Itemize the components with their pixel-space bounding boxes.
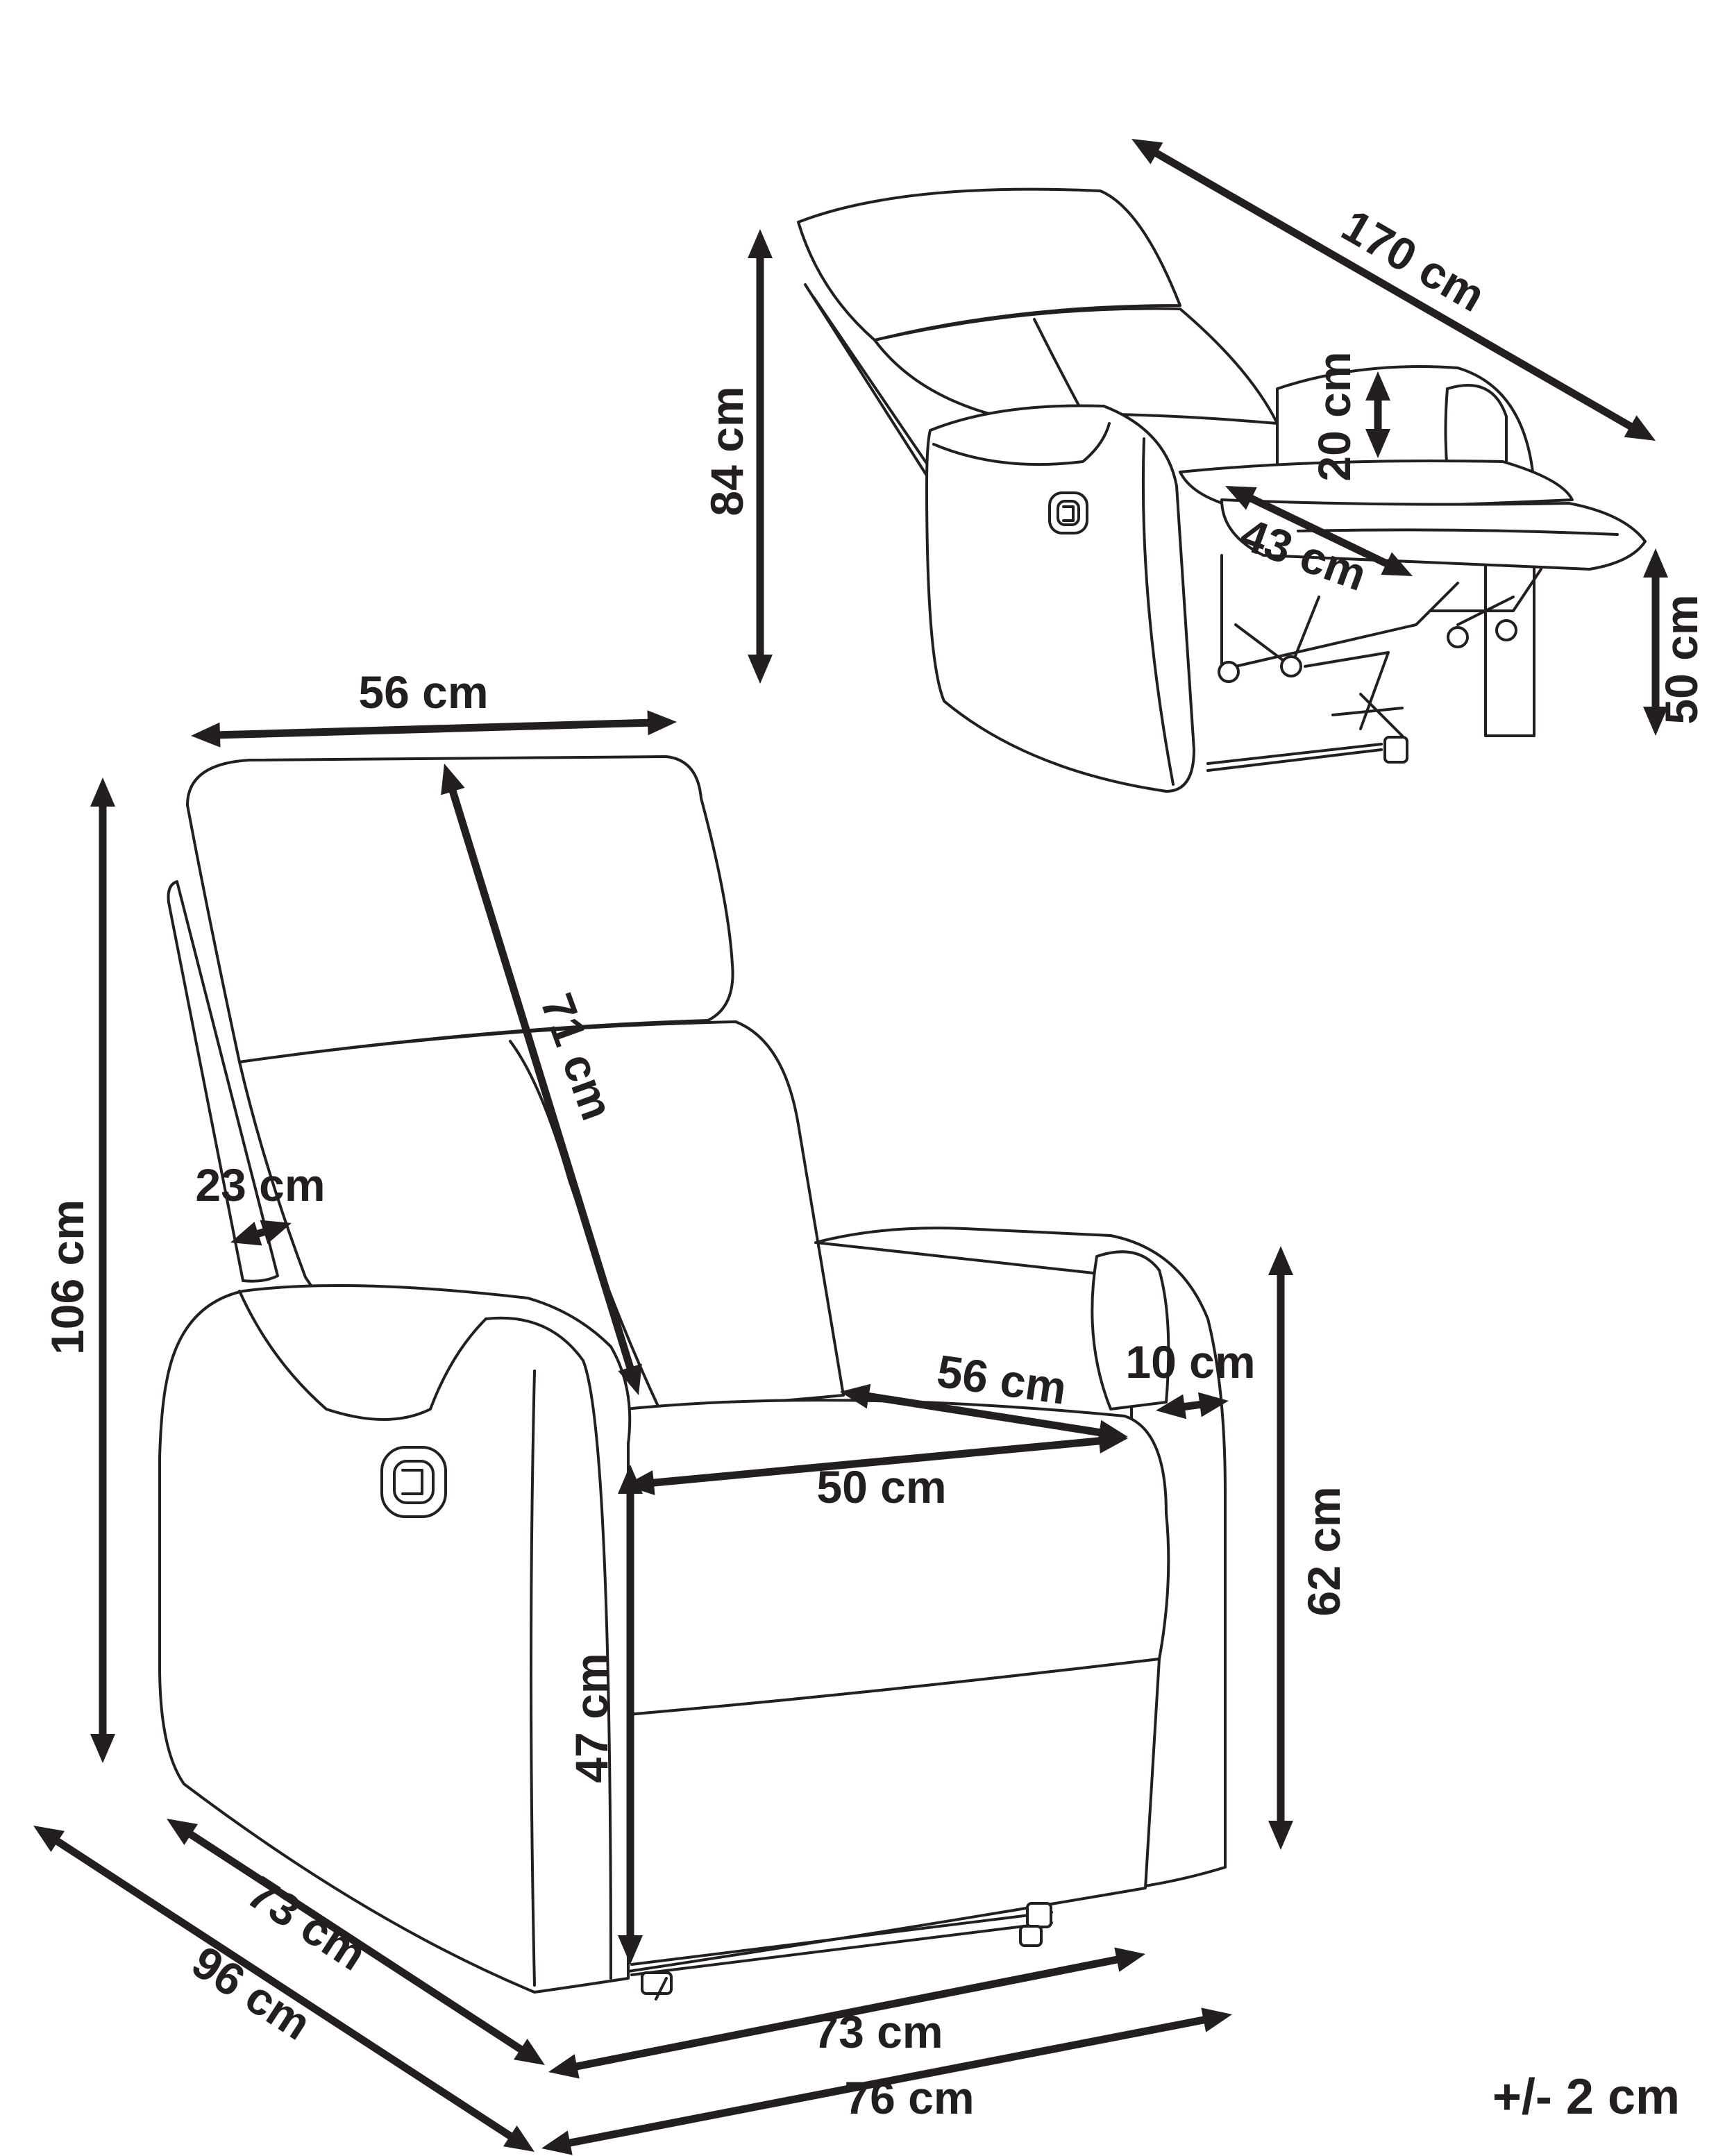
arrow-seat-block-depth (167, 1819, 545, 2065)
label-footrest-height: 50 cm (1656, 594, 1707, 724)
label-backrest-width: 56 cm (358, 666, 488, 718)
arrow-seat-height (618, 1465, 643, 1964)
tolerance-note: +/- 2 cm (1492, 2069, 1680, 2125)
arrow-reclined-length (1131, 139, 1656, 441)
reclined-chair-illustration (797, 187, 1647, 793)
label-armrest-above-seat: 20 cm (1309, 351, 1360, 481)
label-total-height: 106 cm (42, 1199, 93, 1355)
arrow-front-width (548, 1947, 1145, 2079)
label-armrest-height: 62 cm (1298, 1486, 1349, 1616)
arrow-backrest-thickness (230, 1220, 292, 1246)
arrow-footrest-depth (1225, 486, 1413, 576)
dimension-labels: 84 cm 170 cm 20 cm 43 cm 50 cm 56 cm 71 … (42, 199, 1707, 2125)
label-total-depth: 96 cm (183, 1936, 320, 2050)
arrow-total-width (541, 2007, 1232, 2155)
arrow-backrest-width (191, 710, 677, 748)
arrow-backrest-length (441, 764, 642, 1395)
dimension-arrows (33, 139, 1668, 2155)
label-seat-height: 47 cm (566, 1653, 617, 1783)
label-front-width: 73 cm (813, 2006, 943, 2057)
arrow-footrest-height (1643, 548, 1668, 736)
label-armrest-width: 10 cm (1125, 1336, 1255, 1388)
arrow-total-depth (33, 1826, 535, 2152)
arrow-armrest-width (1156, 1392, 1229, 1420)
label-reclined-height: 84 cm (701, 386, 752, 516)
recline-lever-reclined (1048, 491, 1088, 534)
label-total-width: 76 cm (844, 2072, 974, 2123)
upright-chair-illustration (158, 755, 1227, 2001)
arrow-reclined-height (748, 229, 773, 684)
arrow-seat-width (625, 1429, 1128, 1495)
label-backrest-thickness: 23 cm (195, 1159, 325, 1211)
arrow-armrest-height (1268, 1246, 1293, 1850)
label-seat-width: 50 cm (816, 1461, 946, 1513)
arrow-armrest-above-seat (1365, 371, 1390, 458)
recline-lever-upright (380, 1446, 447, 1518)
arrow-total-height (90, 777, 115, 1763)
